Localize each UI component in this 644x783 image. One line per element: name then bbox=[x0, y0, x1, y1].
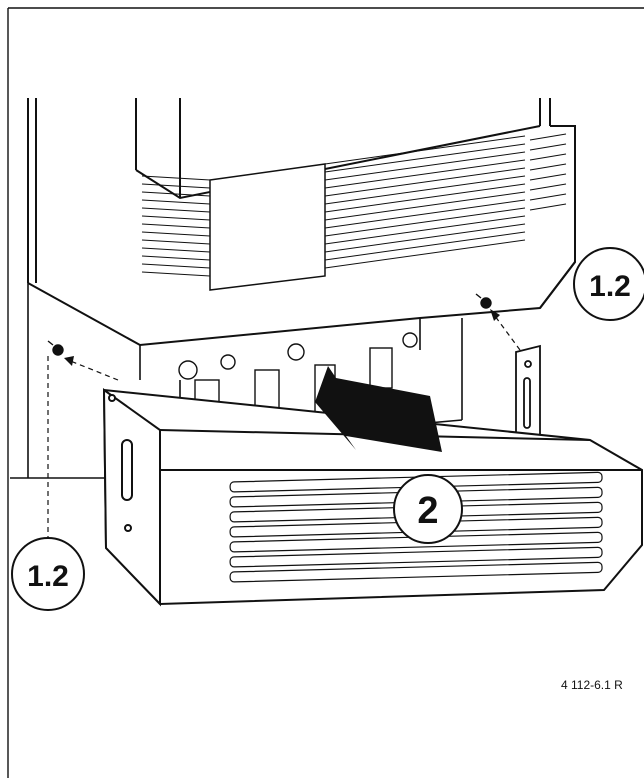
housing-panel bbox=[209, 163, 326, 291]
callout-pin-left: 1.2 bbox=[27, 560, 69, 593]
fixing-pins bbox=[47, 293, 492, 356]
guide-arrowheads bbox=[64, 309, 500, 366]
boiler-housing bbox=[27, 98, 576, 347]
insertion-arrow bbox=[315, 366, 442, 452]
figure-reference: 4 112-6.1 R bbox=[561, 678, 623, 692]
callout-bubbles bbox=[11, 247, 644, 611]
housing-louvres bbox=[141, 133, 567, 277]
frame bbox=[7, 7, 644, 778]
callout-labels: 1.2 1.2 2 bbox=[27, 270, 631, 593]
callout-cover: 2 bbox=[417, 490, 438, 532]
callout-pin-right: 1.2 bbox=[589, 270, 631, 303]
